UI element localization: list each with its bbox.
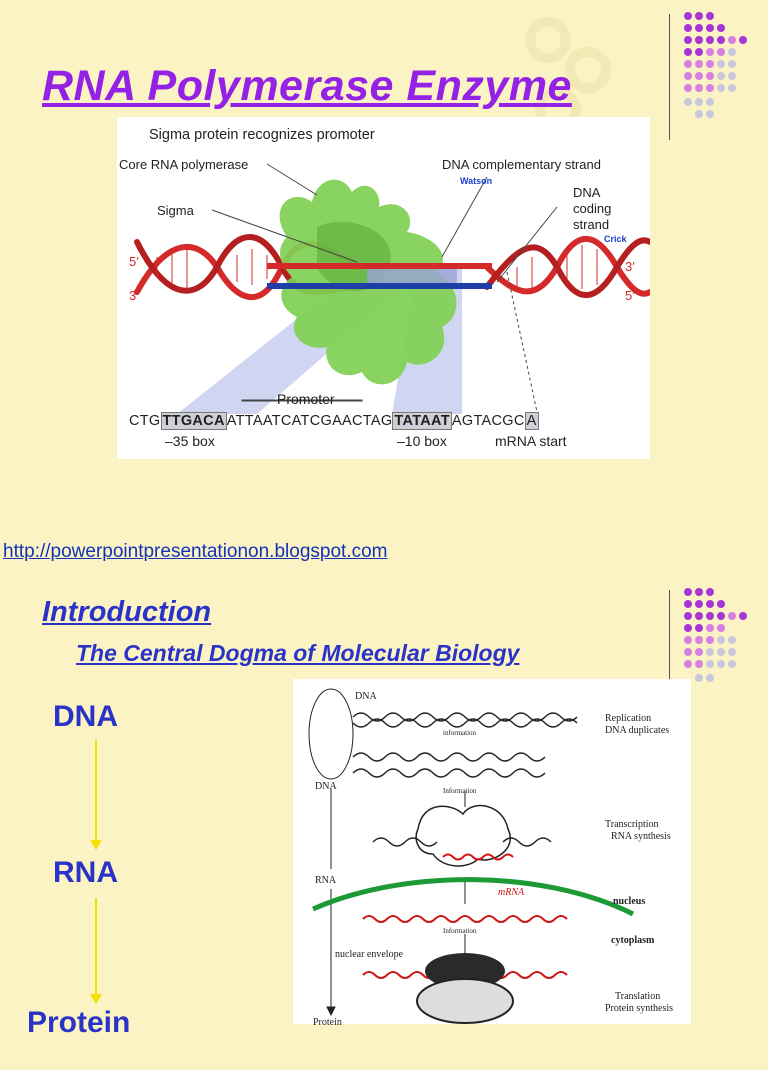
minus35-box-label: –35 box — [165, 433, 215, 449]
fig-mrna: mRNA — [498, 887, 525, 898]
flow-dna: DNA — [53, 700, 118, 733]
decorative-dot-grid-2 — [684, 588, 747, 682]
divider-line-2 — [669, 590, 670, 690]
fig-information-2: Information — [443, 787, 477, 795]
three-prime-right: 3′ — [625, 259, 635, 274]
fig-dna-duplicates: DNA duplicates — [605, 725, 670, 736]
central-dogma-diagram: DNA information Replication DNA duplicat… — [293, 679, 691, 1028]
fig-dna-top: DNA — [355, 691, 377, 702]
fig-protein-left: Protein — [313, 1017, 342, 1028]
divider-line — [669, 14, 670, 140]
watson-label: Watson — [460, 176, 493, 186]
flow-protein: Protein — [27, 1006, 131, 1039]
central-dogma-illustration — [308, 688, 635, 1024]
dna-helix-illustration — [134, 163, 650, 414]
fig-replication: Replication — [605, 713, 652, 724]
seq-box-start: A — [524, 412, 539, 430]
fig-protein-synthesis: Protein synthesis — [605, 1003, 674, 1014]
decorative-dot-grid — [684, 12, 747, 118]
seq-box-35: TTGACA — [160, 412, 227, 430]
sigma-label: Sigma — [157, 203, 194, 218]
seq-part-3: AGTACGC — [451, 413, 525, 429]
fig-nucleus: nucleus — [613, 896, 646, 907]
seq-box-10: TATAAT — [392, 412, 452, 430]
dna-coding-label-2: coding — [573, 201, 612, 216]
flow-rna: RNA — [53, 856, 118, 889]
dna-coding-label-3: strand — [573, 217, 610, 232]
intro-heading: Introduction — [42, 596, 212, 628]
promoter-label: Promoter — [277, 391, 335, 407]
slide-title: RNA Polymerase Enzyme — [42, 62, 572, 110]
source-link[interactable]: http://powerpointpresentationon.blogspot… — [3, 541, 388, 562]
seq-part-2: ATTAATCATCGAACTAG — [226, 413, 393, 429]
fig-translation: Translation — [615, 991, 661, 1002]
central-dogma-subtitle: The Central Dogma of Molecular Biology — [76, 640, 520, 666]
fig-rna-left: RNA — [315, 875, 337, 886]
fig-rna-synthesis: RNA synthesis — [611, 831, 671, 842]
mrna-start-label: mRNA start — [495, 433, 567, 449]
rna-polymerase-diagram: Sigma protein recognizes promoter Core R… — [117, 117, 650, 459]
seq-part-1: CTG — [129, 413, 161, 429]
fig-transcription: Transcription — [605, 819, 659, 830]
slide-rna-polymerase: RNA Polymerase Enzyme — [0, 0, 768, 562]
fig-information-3: Information — [443, 927, 477, 935]
three-prime-left: 3′ — [129, 288, 139, 303]
fig-dna-mid: DNA — [315, 781, 337, 792]
flow-arrows — [90, 740, 102, 1004]
fig-nuclear-envelope: nuclear envelope — [335, 949, 404, 960]
five-prime-left: 5′ — [129, 254, 139, 269]
dna-complementary-label: DNA complementary strand — [442, 157, 601, 172]
minus10-box-label: –10 box — [397, 433, 447, 449]
fig-cytoplasm: cytoplasm — [611, 935, 655, 946]
dna-coding-label-1: DNA — [573, 185, 601, 200]
fig-information-1: information — [443, 729, 477, 737]
five-prime-right: 5′ — [625, 288, 635, 303]
sigma-recognizes-label: Sigma protein recognizes promoter — [149, 127, 375, 143]
core-polymerase-label: Core RNA polymerase — [119, 157, 249, 172]
crick-label: Crick — [604, 234, 627, 244]
